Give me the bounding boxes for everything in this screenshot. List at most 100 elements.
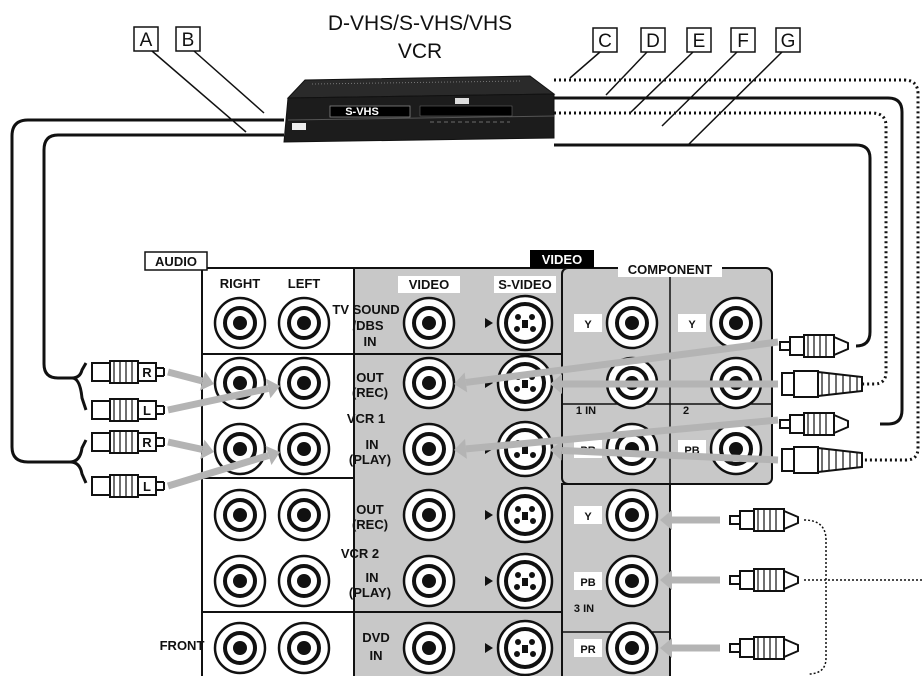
arrow-7 xyxy=(550,440,779,464)
arrow-2 xyxy=(167,438,214,460)
comp-label-y: Y xyxy=(574,506,602,524)
arrow-8 xyxy=(660,510,720,530)
tv-svideo-jack[interactable] xyxy=(485,294,554,352)
arrow-10 xyxy=(660,638,720,658)
dvd-line2: IN xyxy=(370,648,383,663)
arrow-6 xyxy=(454,416,779,459)
vcr2-out-line1: OUT xyxy=(356,502,384,517)
comp2-pr-jack[interactable] xyxy=(709,422,763,476)
col-video-bg xyxy=(398,276,460,293)
vcr2-in-right-jack[interactable] xyxy=(213,554,267,608)
callout-d-label: D xyxy=(646,31,660,52)
triangle-icon xyxy=(485,318,493,328)
vcr2-out-left-jack[interactable] xyxy=(277,488,331,542)
callout-a: A xyxy=(133,26,247,133)
vcr2-in-svideo-jack[interactable] xyxy=(485,552,554,610)
comp-in2-label: 2 xyxy=(683,405,689,417)
triangle-icon xyxy=(485,576,493,586)
vcr2-out-svideo-jack[interactable] xyxy=(485,486,554,544)
vcr1-labels: OUT (REC) VCR 1 IN (PLAY) xyxy=(347,370,391,467)
vcr2-in-video-jack[interactable] xyxy=(402,554,456,608)
callout-b: B xyxy=(175,26,265,114)
vcr2-out-right-jack[interactable] xyxy=(213,488,267,542)
vcr2-labels: OUT (REC) VCR 2 IN (PLAY) xyxy=(341,502,391,600)
tv-right-jack[interactable] xyxy=(213,296,267,350)
col-video-label: VIDEO xyxy=(409,277,449,292)
plug-comp-g xyxy=(779,334,849,358)
comp-in1-label: 1 IN xyxy=(576,405,596,417)
dvd-line1: DVD xyxy=(362,630,389,645)
vcr-device: S-VHS xyxy=(283,75,556,143)
tv-left-jack[interactable] xyxy=(277,296,331,350)
vcr1-in-line1: IN xyxy=(366,437,379,452)
comp-label-text-0: Y xyxy=(584,319,592,331)
callout-d: D xyxy=(605,27,666,96)
vcr2-out-video-jack[interactable] xyxy=(402,488,456,542)
callout-e-label: E xyxy=(693,31,706,52)
vcr1-out-left-jack[interactable] xyxy=(277,356,331,410)
plug-vcr2-right-letter: R xyxy=(142,435,152,450)
tv-sound-line3: IN xyxy=(364,334,377,349)
comp3-y-jack[interactable] xyxy=(605,488,659,542)
callout-g: G xyxy=(687,27,801,146)
vcr1-out-video-jack[interactable] xyxy=(402,356,456,410)
vcr1-in-video-jack[interactable] xyxy=(402,422,456,476)
vcr2-in-line2: (PLAY) xyxy=(349,585,391,600)
comp-label-text-5: PB xyxy=(580,577,595,589)
vcr1-in-left-jack[interactable] xyxy=(277,422,331,476)
callout-a-label: A xyxy=(140,30,153,51)
comp1-y-jack[interactable] xyxy=(605,296,659,350)
comp3-pr-jack[interactable] xyxy=(605,621,659,675)
component-header-label: COMPONENT xyxy=(628,262,713,277)
comp-label-pr: PR xyxy=(574,639,602,657)
plug-vcr1-left-letter: L xyxy=(143,403,151,418)
plug-svideo-f xyxy=(781,370,863,398)
callout-e: E xyxy=(629,27,712,114)
col-svideo-bg xyxy=(494,276,556,293)
callout-g-label: G xyxy=(781,31,796,52)
comp-label-y: Y xyxy=(574,314,602,332)
dvd-svideo-jack[interactable] xyxy=(485,619,554,676)
comp-in3-label: 3 IN xyxy=(574,603,594,615)
tv-video-jack[interactable] xyxy=(402,296,456,350)
triangle-icon xyxy=(485,510,493,520)
plug-vcr2-right: R xyxy=(91,430,165,454)
arrow-9 xyxy=(660,570,720,590)
vcr1-out-line1: OUT xyxy=(356,370,384,385)
plug-svideo-c xyxy=(781,446,863,474)
signal-arrows xyxy=(166,338,779,658)
vcr2-in-line1: IN xyxy=(366,570,379,585)
front-right-jack[interactable] xyxy=(213,621,267,675)
dvd-video-jack[interactable] xyxy=(402,621,456,675)
cable-group xyxy=(10,78,924,675)
arrow-3 xyxy=(166,445,280,490)
component-header: COMPONENT xyxy=(618,261,722,277)
dvd-label: DVD IN xyxy=(362,630,389,663)
front-label: FRONT xyxy=(160,638,205,653)
comp3-pb-jack[interactable] xyxy=(605,554,659,608)
comp-label-y: Y xyxy=(678,314,706,332)
plug-vcr2-left: L xyxy=(91,474,165,498)
vcr2-in-left-jack[interactable] xyxy=(277,554,331,608)
col-right-label: RIGHT xyxy=(220,276,261,291)
comp-label-text-1: Y xyxy=(688,319,696,331)
vcr1-out-line2: (REC) xyxy=(352,385,388,400)
comp2-y-jack[interactable] xyxy=(709,296,763,350)
plug-comp3-pr xyxy=(729,636,799,660)
plug-comp-e xyxy=(779,412,849,436)
plug-comp3-y xyxy=(729,508,799,532)
tv-sound-line2: /DBS xyxy=(352,318,383,333)
vcr-badge: S-VHS xyxy=(345,106,379,118)
arrow-0 xyxy=(167,368,214,391)
comp-label-text-4: Y xyxy=(584,511,592,523)
plug-vcr1-left: L xyxy=(91,398,165,422)
device-title-line2: VCR xyxy=(398,40,442,63)
comp-label-text-6: PR xyxy=(580,644,595,656)
vcr1-label: VCR 1 xyxy=(347,411,385,426)
front-left-jack[interactable] xyxy=(277,621,331,675)
col-svideo-label: S-VIDEO xyxy=(498,277,551,292)
plug-vcr1-right-letter: R xyxy=(142,365,152,380)
tv-sound-label: TV SOUND /DBS IN xyxy=(332,302,399,349)
audio-header: AUDIO xyxy=(144,251,208,271)
arrow-1 xyxy=(167,378,280,414)
